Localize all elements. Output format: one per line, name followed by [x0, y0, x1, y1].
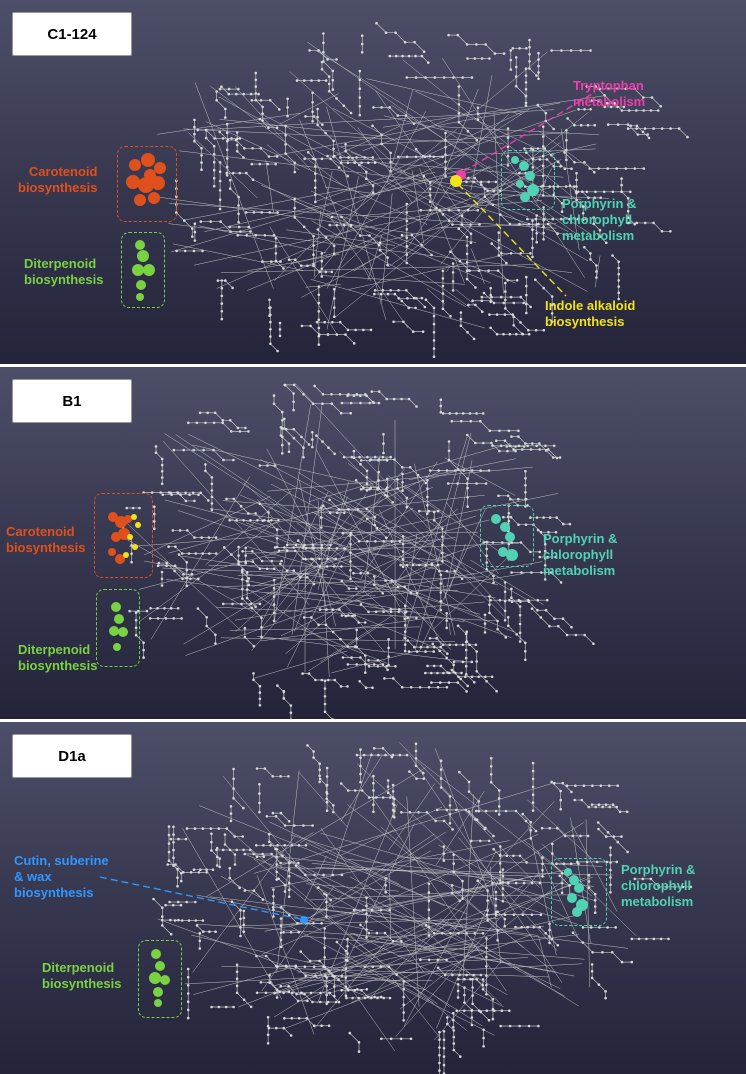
porphyrin-nodes — [491, 514, 518, 561]
porphyrin-highlight-box — [501, 150, 555, 210]
cutin-node — [300, 916, 308, 924]
panel-d1a: D1a Cutin, suberine & wax biosynthesis D… — [0, 722, 746, 1074]
porphyrin-nodes — [511, 156, 539, 202]
network-edges — [153, 742, 691, 1074]
cutin-pointer — [99, 876, 301, 920]
porphyrin-highlight-box — [551, 858, 607, 926]
carotenoid-nodes — [108, 512, 132, 564]
network-edges — [114, 383, 594, 719]
diterpenoid-nodes — [149, 949, 170, 1007]
metabolic-network-map — [126, 21, 689, 359]
network-nodes — [175, 21, 689, 359]
indole-pointer — [457, 183, 567, 297]
metabolic-network-map — [108, 383, 595, 719]
porphyrin-highlight-box — [480, 505, 534, 567]
carotenoid-label: Carotenoid biosynthesis — [18, 164, 98, 195]
diterpenoid-nodes — [132, 240, 155, 301]
diterpenoid-label: Diterpenoid biosynthesis — [18, 642, 98, 673]
network-nodes — [152, 742, 693, 1074]
indole-alkaloid-node — [450, 175, 462, 187]
porphyrin-nodes — [564, 868, 588, 917]
porphyrin-label: Porphyrin & chlorophyll metabolism — [621, 862, 696, 909]
porphyrin-label: Porphyrin & chlorophyll metabolism — [562, 196, 637, 243]
panel-c1-124: C1-124 Carotenoid biosynthesis Diterpeno… — [0, 0, 746, 364]
carotenoid-highlight-box — [117, 146, 177, 222]
diterpenoid-label: Diterpenoid biosynthesis — [42, 960, 122, 991]
diterpenoid-highlight-box — [96, 589, 140, 667]
porphyrin-label: Porphyrin & chlorophyll metabolism — [543, 531, 618, 578]
diterpenoid-label: Diterpenoid biosynthesis — [24, 256, 104, 287]
tryptophan-label: Tryptophan metabolism — [573, 78, 646, 109]
carotenoid-label: Carotenoid biosynthesis — [6, 524, 86, 555]
metabolic-network-map — [99, 742, 693, 1074]
carotenoid-highlight-box — [94, 493, 153, 578]
tryptophan-pointer — [462, 93, 593, 173]
diterpenoid-nodes — [109, 602, 128, 651]
diterpenoid-highlight-box — [121, 232, 165, 308]
network-nodes — [113, 383, 595, 719]
indole-alkaloid-label: Indole alkaloid biosynthesis — [545, 298, 636, 329]
diterpenoid-highlight-box — [138, 940, 182, 1018]
carotenoid-yellow-nodes — [123, 514, 141, 558]
carotenoid-nodes — [126, 153, 166, 206]
cutin-label: Cutin, suberine & wax biosynthesis — [14, 853, 109, 900]
panel-b1: B1 Carotenoid biosynthesis Diterpenoid b… — [0, 367, 746, 719]
panel-label: D1a — [12, 734, 132, 778]
panel-label: C1-124 — [12, 12, 132, 56]
panel-label: B1 — [12, 379, 132, 423]
